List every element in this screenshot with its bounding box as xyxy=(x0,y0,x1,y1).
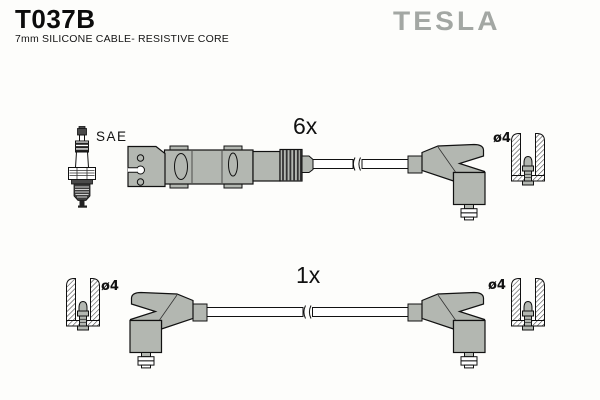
cable-spec-subtitle: 7mm SILICONE CABLE- RESISTIVE CORE xyxy=(15,33,229,45)
sae-label: SAE xyxy=(96,129,128,144)
terminal-socket-section-bottom-left xyxy=(66,278,100,331)
single-cable-left-boot-drawing xyxy=(129,291,208,369)
terminal-socket-section-bottom-right xyxy=(511,278,545,331)
quantity-1x-label: 1x xyxy=(296,262,321,288)
terminal-socket-section-top xyxy=(511,133,545,186)
main-cable-line xyxy=(312,157,409,171)
spark-plug-boot-drawing xyxy=(407,143,486,221)
quantity-6x-label: 6x xyxy=(293,113,318,139)
tesla-logo: TESLA xyxy=(393,6,501,36)
terminal-diameter-bottom-left-label: ø4 xyxy=(101,279,119,294)
distributor-connector-drawing xyxy=(127,145,314,189)
terminal-diameter-bottom-right-label: ø4 xyxy=(488,278,506,293)
spark-plug-drawing xyxy=(68,126,96,208)
single-cable-right-boot-drawing xyxy=(407,291,486,369)
terminal-diameter-top-label: ø4 xyxy=(493,131,511,146)
part-number: T037B xyxy=(15,4,96,34)
single-cable-line xyxy=(206,305,409,319)
